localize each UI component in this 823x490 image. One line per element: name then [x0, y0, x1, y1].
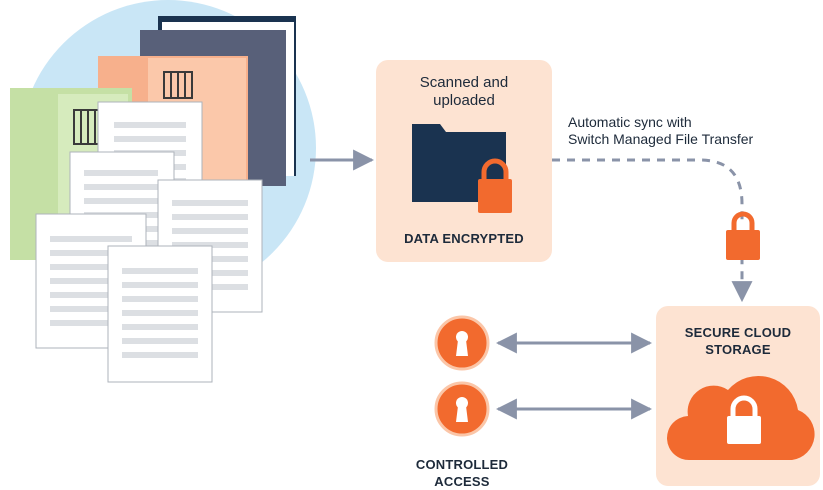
sync-note-line: Switch Managed File Transfer: [568, 131, 754, 147]
secure-storage-title-line: STORAGE: [705, 342, 771, 357]
lock-icon: [726, 211, 760, 260]
keyhole-icon: [434, 315, 490, 371]
lock-icon: [478, 158, 512, 213]
document-stack-illustration: [10, 0, 316, 383]
data-encrypted-label: DATA ENCRYPTED: [404, 231, 524, 246]
upload-caption: Scanned and uploaded: [419, 74, 509, 109]
controlled-access-line: ACCESS: [434, 474, 490, 489]
sync-note: Automatic sync with Switch Managed File …: [568, 114, 818, 148]
controlled-access-label: CONTROLLED ACCESS: [392, 456, 532, 490]
controlled-access-line: CONTROLLED: [415, 457, 509, 472]
secure-storage-title-line: SECURE CLOUD: [684, 325, 792, 340]
secure-storage-title: SECURE CLOUD STORAGE: [656, 324, 820, 358]
sync-connector: [552, 158, 753, 303]
sync-note-line: Automatic sync with: [568, 114, 692, 130]
paper-sheet: [107, 245, 213, 383]
cloud-lock-icon: [666, 375, 815, 461]
keyhole-icon: [434, 381, 490, 437]
